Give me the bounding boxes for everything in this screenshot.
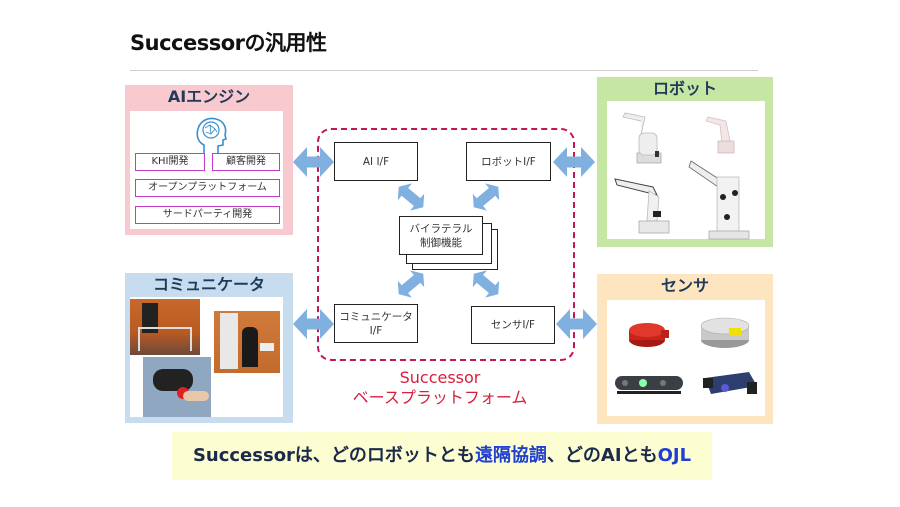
sensor-interface-box: センサI/F <box>471 306 555 344</box>
summary-banner <box>172 432 712 480</box>
communicator-body <box>130 297 283 417</box>
platform-label-line-2: ベースプラットフォーム <box>352 388 528 407</box>
communicator-interface-label-1: コミュニケータ <box>339 310 413 323</box>
tag-open-platform: オープンプラットフォーム <box>135 179 280 197</box>
ai-engine-panel: AIエンジン KHI開発 顧客開発 オープンプラットフォーム サードパーティ開発 <box>125 85 293 235</box>
robot-core-arrow <box>472 183 500 211</box>
depth-camera <box>615 376 683 394</box>
robot-interface-label: ロボットI/F <box>481 155 536 168</box>
ai-core-arrow <box>397 183 425 211</box>
summary-part-2: 、どのAIとも <box>546 445 658 466</box>
tag-customer-dev: 顧客開発 <box>212 153 280 171</box>
communicator-photo-2 <box>214 311 280 373</box>
tag-khi-dev: KHI開発 <box>135 153 205 171</box>
sensor-body <box>607 300 765 416</box>
robot-arm-3 <box>614 178 670 234</box>
robot-panel: ロボット <box>597 77 773 247</box>
ai-interface-box: AI I/F <box>334 142 418 181</box>
ai-engine-body: KHI開発 顧客開発 オープンプラットフォーム サードパーティ開発 <box>130 111 283 229</box>
communicator-heading: コミュニケータ <box>152 275 265 294</box>
robot-arm-1 <box>622 112 662 164</box>
sensor-arrow <box>556 309 597 339</box>
handheld-controller-photo <box>143 357 211 417</box>
communicator-photo-1 <box>130 299 200 355</box>
summary-highlight-ojl: OJL <box>657 445 692 466</box>
brain-head-icon <box>196 117 227 153</box>
successor-base-platform <box>317 128 575 361</box>
robot-interface-box: ロボットI/F <box>466 142 551 181</box>
summary-highlight-remote: 遠隔協調 <box>474 445 547 466</box>
platform-label: Successor ベースプラットフォーム <box>340 368 540 408</box>
bilateral-control-label-1: バイラテラル <box>409 222 473 235</box>
force-sensor-red <box>629 323 669 347</box>
robot-arrow <box>553 147 595 177</box>
force-sensor-silver <box>700 317 750 348</box>
sensor-heading: センサ <box>660 276 709 295</box>
robot-body <box>607 101 765 240</box>
summary-part-1: Successorは、どのロボットとも <box>192 445 475 466</box>
communicator-panel: コミュニケータ <box>125 273 293 423</box>
title-divider <box>130 70 758 71</box>
robot-heading: ロボット <box>652 79 717 98</box>
stereo-camera <box>703 372 757 394</box>
sensor-core-arrow <box>472 270 500 298</box>
sensor-panel: センサ <box>597 274 773 424</box>
ai-engine-arrow <box>293 147 334 177</box>
communicator-core-arrow <box>397 270 425 298</box>
platform-label-line-1: Successor <box>399 368 481 387</box>
bilateral-control-label-2: 制御機能 <box>420 236 462 249</box>
communicator-interface-box: コミュニケータ I/F <box>334 304 418 343</box>
tag-third-party-dev: サードパーティ開発 <box>135 206 280 224</box>
robot-arm-2 <box>705 116 735 154</box>
communicator-arrow <box>293 309 334 339</box>
summary-text: Successorは、どのロボットとも遠隔協調、どのAIともOJL <box>172 432 712 480</box>
communicator-interface-label-2: I/F <box>369 324 383 337</box>
ai-interface-label: AI I/F <box>362 155 390 168</box>
page-title: Successorの汎用性 <box>130 31 327 55</box>
robot-arm-4 <box>688 160 750 240</box>
ai-engine-heading: AIエンジン <box>167 87 251 106</box>
bilateral-control-box: バイラテラル 制御機能 <box>399 216 483 255</box>
sensor-interface-label: センサI/F <box>490 319 536 331</box>
